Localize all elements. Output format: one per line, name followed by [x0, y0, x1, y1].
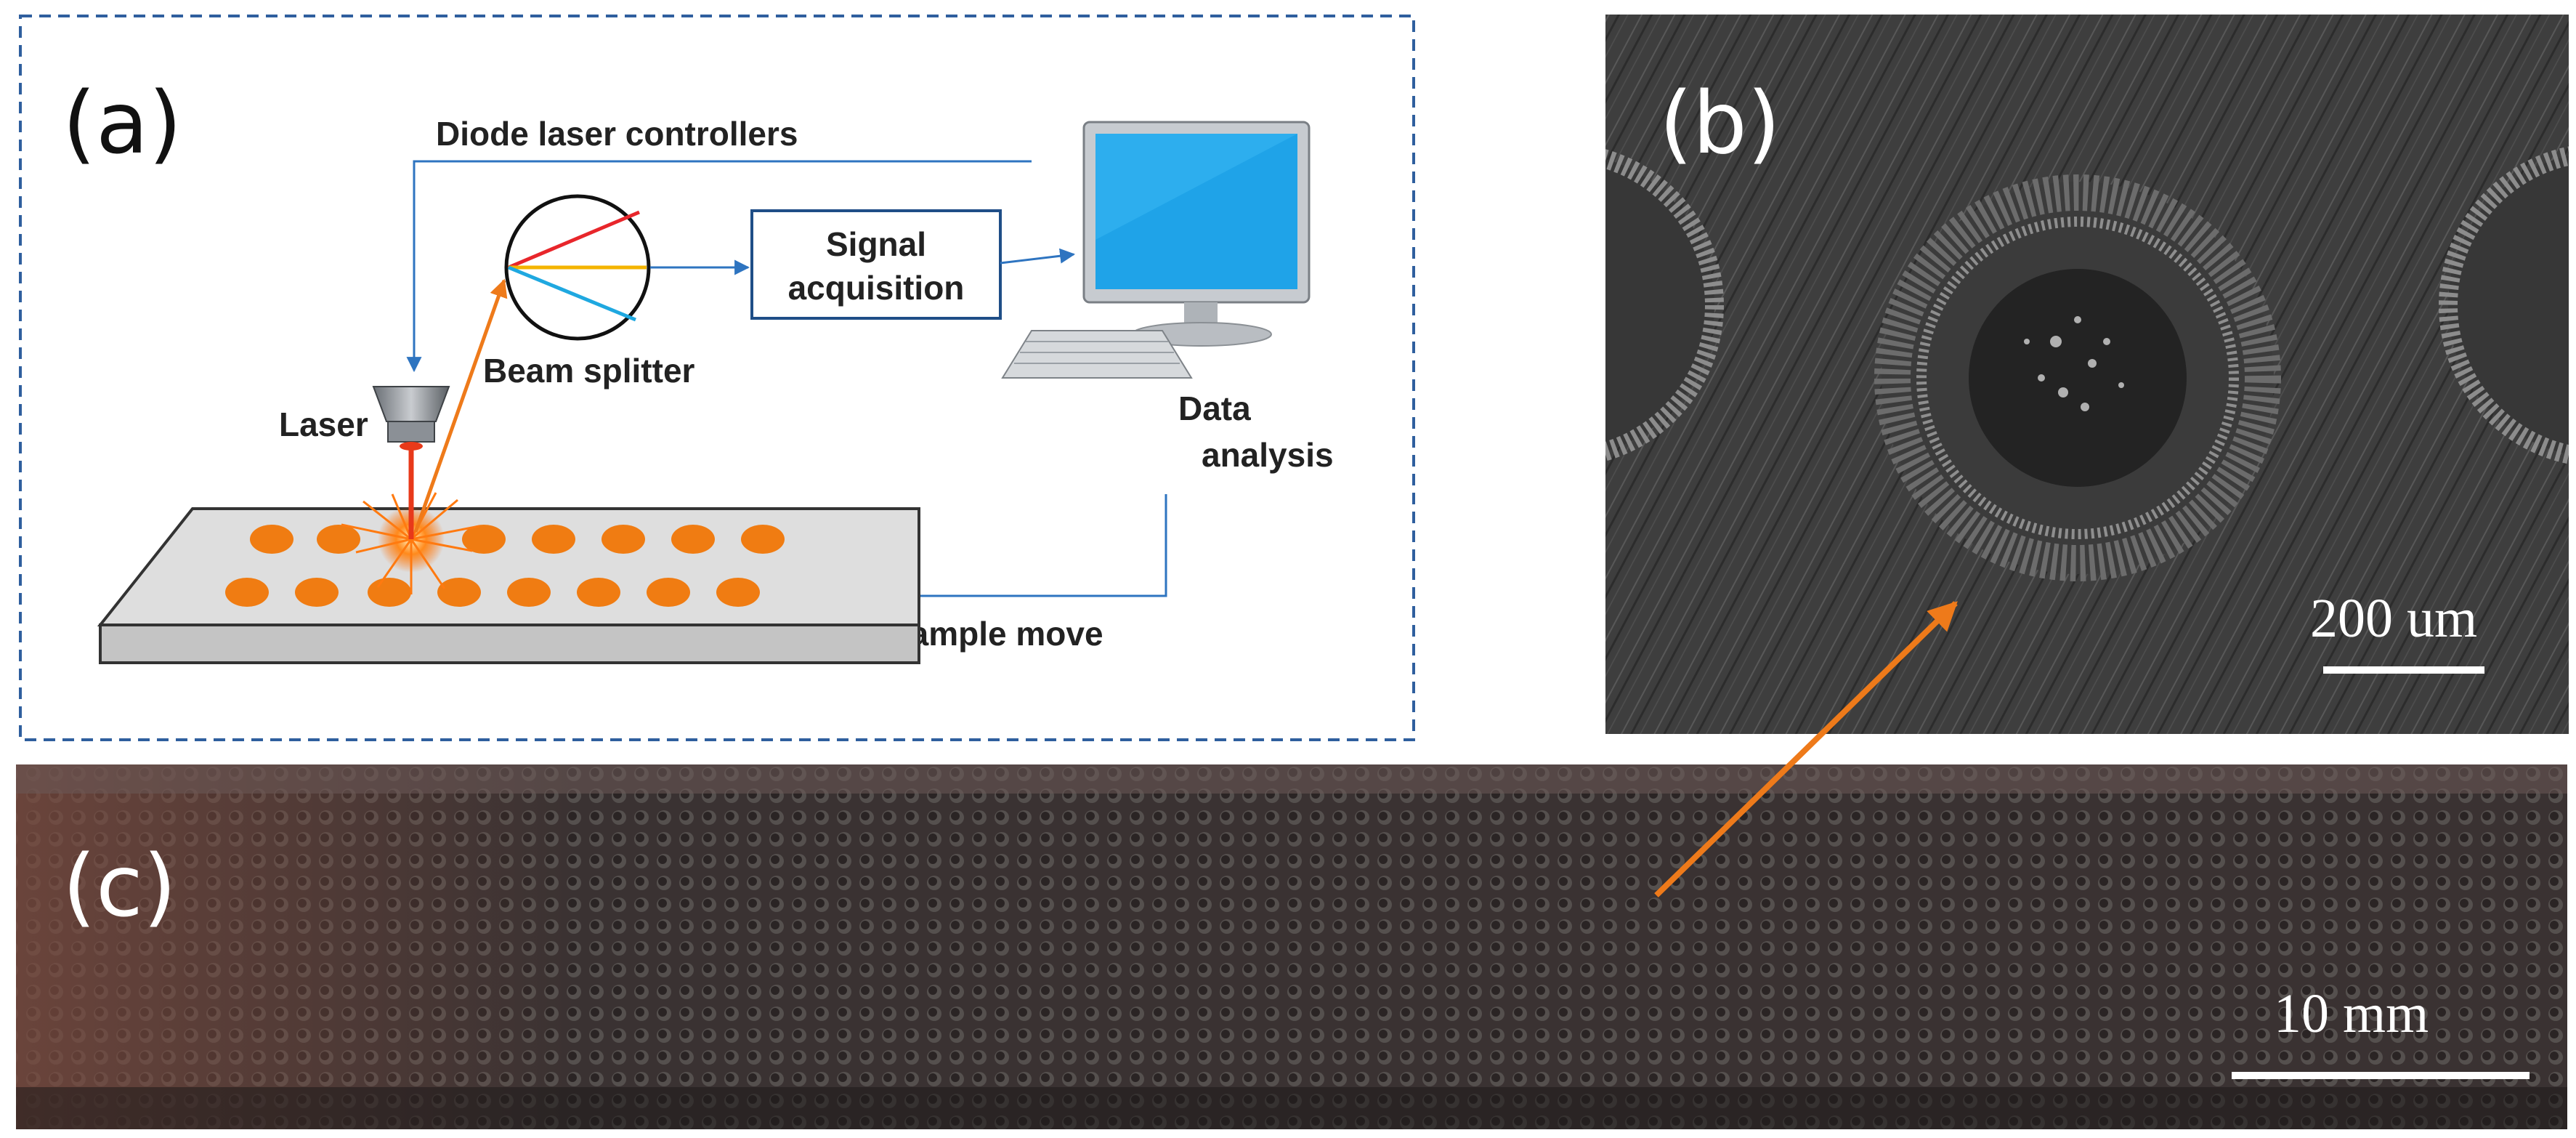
signal-line1: Signal — [826, 225, 926, 263]
sample-move-line — [880, 494, 1167, 604]
controller-label: Diode laser controllers — [436, 115, 798, 153]
panel-b-scale-text: 200 um — [2310, 588, 2477, 649]
laser-label: Laser — [279, 405, 368, 443]
panel-b-overlay: (b) 200 um — [1659, 73, 2484, 674]
signal-to-computer-arrow — [1000, 248, 1076, 265]
panel-c-scale-text: 10 mm — [2274, 983, 2429, 1044]
beam-splitter-label: Beam splitter — [483, 352, 695, 390]
beam-splitter-icon — [504, 194, 651, 341]
panel-a: (a) Diode laser controllers Beam splitte… — [19, 15, 1415, 741]
computer-icon — [1001, 121, 1311, 379]
sample-dots — [225, 525, 785, 607]
data-line2: analysis — [1202, 436, 1334, 474]
panel-a-label: (a) — [62, 73, 182, 173]
crater — [1874, 174, 2281, 581]
sample-move-label: Sample move — [888, 615, 1103, 653]
zoom-link-arrow — [1654, 601, 1958, 897]
panel-b-label: (b) — [1659, 73, 1781, 173]
laser-head-icon — [372, 386, 450, 451]
sample-plate — [97, 492, 920, 664]
signal-line2: acquisition — [788, 269, 965, 307]
emission-arrow — [413, 278, 508, 533]
panel-b — [1605, 15, 2569, 734]
signal-acquisition-box — [750, 209, 1002, 320]
controller-line — [406, 160, 1032, 373]
data-line1: Data — [1178, 390, 1251, 427]
panel-a-frame — [19, 15, 1415, 741]
panel-c-label: (c) — [62, 836, 177, 936]
panel-c: (c) 10 mm — [16, 764, 2567, 1129]
